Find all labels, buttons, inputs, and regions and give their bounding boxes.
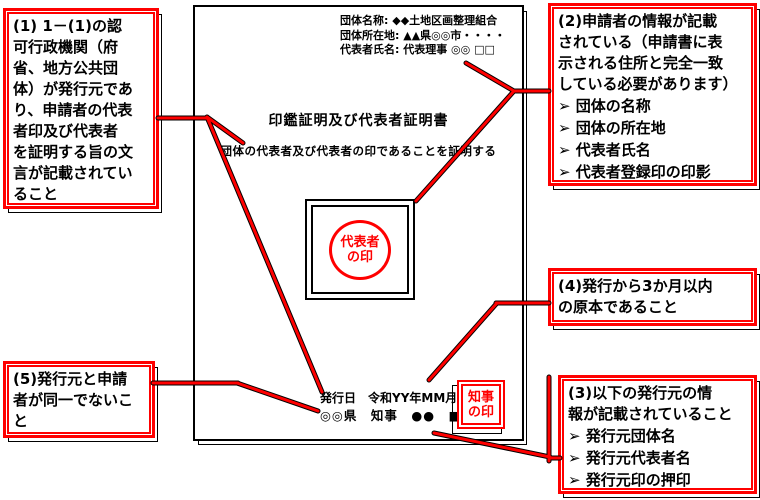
- callout-3-bullet-3: ➢ 発行元印の押印: [568, 471, 691, 489]
- callout-2-bullet-1: ➢ 団体の名称: [558, 97, 651, 115]
- callout-3-issuer-info: (3)以下の発行元の情 報が記載されていること ➢ 発行元団体名 ➢ 発行元代表…: [558, 375, 757, 494]
- callout-2-text: (2)申請者の情報が記載 されている（申請書に表 示される住所と完全一致 してい…: [558, 12, 738, 93]
- rep-name-line: 代表者氏名: 代表理事 ◎◎ □□: [340, 43, 495, 56]
- callout-2-bullet-2: ➢ 団体の所在地: [558, 119, 666, 137]
- callout-1-inner: (1) 1－(1)の認 可行政機関（府 省、地方公共団 体）が発行元であ り、申…: [7, 12, 155, 205]
- callout-2-inner: (2)申請者の情報が記載 されている（申請書に表 示される住所と完全一致 してい…: [552, 7, 753, 182]
- gov-seal-text-2: の印: [467, 404, 494, 420]
- callout-4-inner: (4)発行から3か月以内 の原本であること: [552, 272, 753, 322]
- callout-1-issuing-authority: (1) 1－(1)の認 可行政機関（府 省、地方公共団 体）が発行元であ り、申…: [3, 8, 159, 209]
- callout-2-bullet-3: ➢ 代表者氏名: [558, 141, 651, 159]
- governor-seal-stamp: 知事 の印: [457, 380, 505, 429]
- callout-2-applicant-info: (2)申請者の情報が記載 されている（申請書に表 示される住所と完全一致 してい…: [548, 3, 757, 186]
- callout-5-text: (5)発行元と申請 者が同一でないこ と: [13, 370, 134, 430]
- callout-3-text: (3)以下の発行元の情 報が記載されていること: [568, 384, 733, 423]
- callout-1-text: (1) 1－(1)の認 可行政機関（府 省、地方公共団 体）が発行元であ り、申…: [13, 17, 134, 203]
- certificate-document: 団体名称: ◆◆土地区画整理組合 団体所在地: ▲▲県◎◎市・・・・ 代表者氏名…: [193, 5, 524, 441]
- certificate-statement: 団体の代表者及び代表者の印であることを証明する: [220, 144, 497, 158]
- representative-seal-box: 代表者 の印: [305, 199, 415, 300]
- callout-3-inner: (3)以下の発行元の情 報が記載されていること ➢ 発行元団体名 ➢ 発行元代表…: [562, 379, 753, 490]
- callout-4-text: (4)発行から3か月以内 の原本であること: [558, 277, 713, 316]
- org-address-line: 団体所在地: ▲▲県◎◎市・・・・: [340, 28, 506, 42]
- callout-4-within-3-months: (4)発行から3か月以内 の原本であること: [548, 268, 757, 326]
- applicant-info-block: 団体名称: ◆◆土地区画整理組合 団体所在地: ▲▲県◎◎市・・・・ 代表者氏名…: [340, 14, 515, 58]
- gov-seal-text-1: 知事: [467, 389, 494, 405]
- certificate-title: 印鑑証明及び代表者証明書: [268, 113, 449, 129]
- representative-seal-box-inner: 代表者 の印: [311, 205, 409, 294]
- rep-seal-text-2: の印: [346, 249, 373, 265]
- governor-seal-stamp-inner: 知事 の印: [461, 384, 501, 425]
- representative-seal-stamp: 代表者 の印: [329, 219, 391, 280]
- callout-5-not-same-entity: (5)発行元と申請 者が同一でないこ と: [3, 361, 155, 438]
- callout-2-bullet-4: ➢ 代表者登録印の印影: [558, 163, 711, 181]
- callout-3-bullet-1: ➢ 発行元団体名: [568, 427, 676, 445]
- callout-3-bullet-2: ➢ 発行元代表者名: [568, 449, 691, 467]
- org-name-line: 団体名称: ◆◆土地区画整理組合: [340, 14, 498, 27]
- callout-5-inner: (5)発行元と申請 者が同一でないこ と: [7, 365, 151, 434]
- rep-seal-text-1: 代表者: [340, 234, 380, 250]
